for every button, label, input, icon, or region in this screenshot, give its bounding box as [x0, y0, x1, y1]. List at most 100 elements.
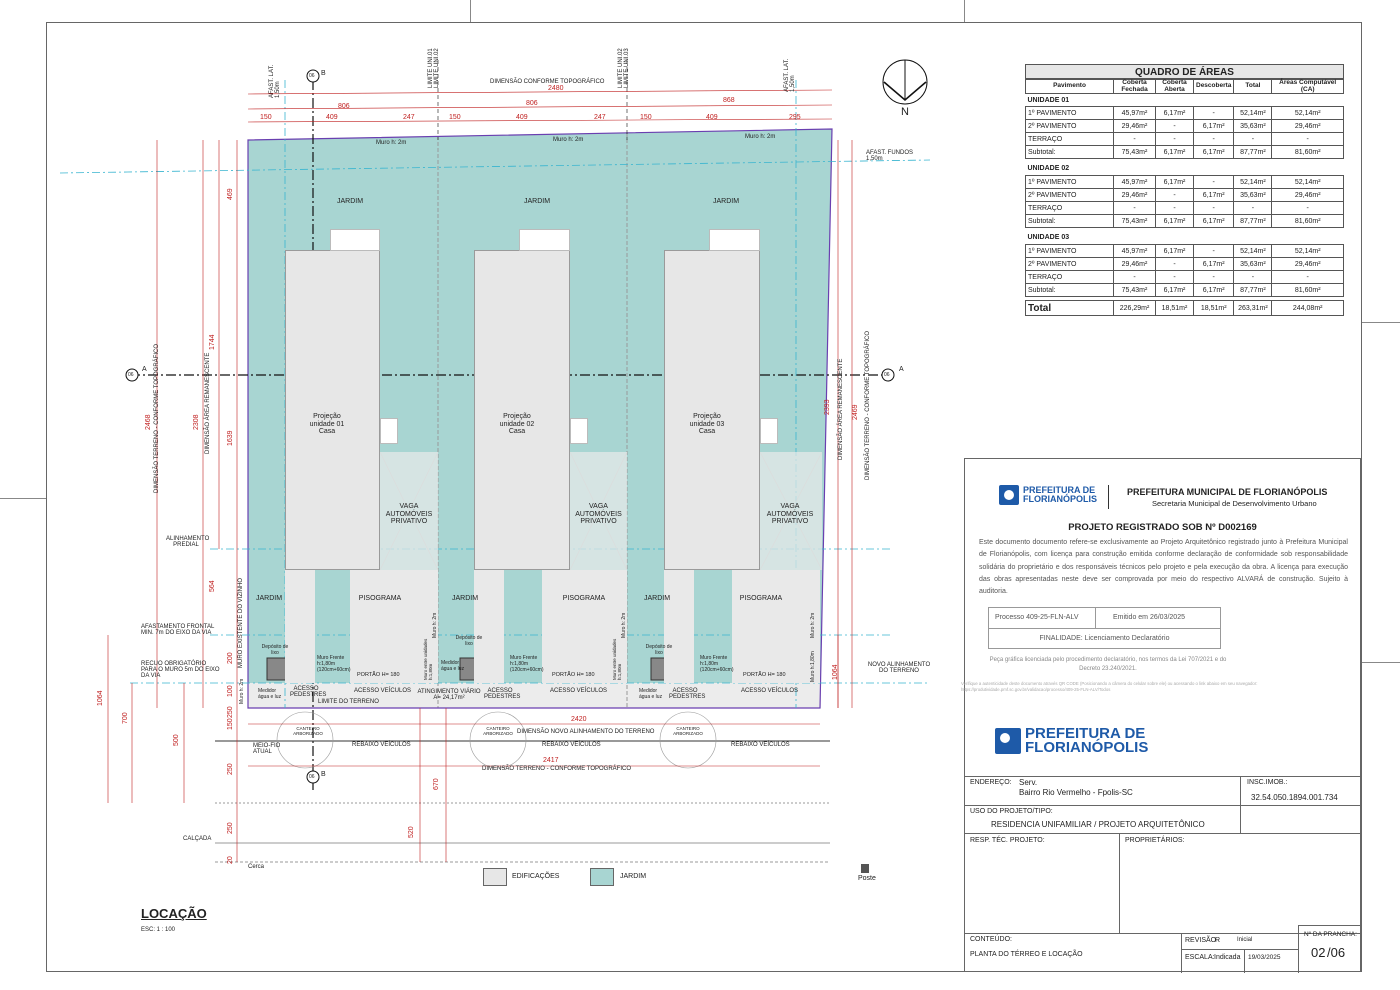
unit2-deposito: Depósito de lixo [455, 635, 483, 647]
th-total: Total [1233, 79, 1273, 94]
legend-edificacoes: EDIFICAÇÕES [512, 873, 560, 880]
front-strip [248, 683, 821, 708]
dim-2420: 2420 [571, 716, 587, 723]
tb-row-uso [965, 805, 1360, 806]
table-cell: - [1155, 119, 1194, 133]
unit2-medidor: Medidor água e luz [441, 660, 465, 672]
dimensao-topo-label: DIMENSÃO CONFORME TOPOGRÁFICO [490, 79, 605, 85]
table-cell: 81,60m² [1271, 145, 1344, 159]
areas-unit-name: UNIDADE 01 [1027, 96, 1070, 104]
table-row: TERRAÇO----- [1025, 270, 1344, 284]
table-cell: 6,17m² [1155, 283, 1194, 297]
unit3-acesso-vei: ACESSO VEÍCULOS [741, 688, 799, 694]
stamp-verifique: Verifique a autenticidade deste document… [961, 681, 1258, 692]
unit2-acesso-vei: ACESSO VEÍCULOS [550, 688, 608, 694]
table-cell: 2º PAVIMENTO [1025, 188, 1114, 202]
afast-fundos-line [59, 159, 931, 174]
table-cell: 29,46m² [1113, 119, 1156, 133]
table-cell: - [1113, 201, 1156, 215]
unit3-portao: PORTÃO H= 180 [743, 672, 786, 678]
unit3-muro-frente: Muro Frente h:1,80m (120cm+60cm) [700, 655, 734, 673]
house-top-box-2 [519, 229, 570, 251]
endereco-label: ENDEREÇO: [970, 779, 1012, 786]
table-cell: - [1233, 201, 1273, 215]
table-cell: 52,14m² [1233, 244, 1273, 258]
unit3-jardim-top: JARDIM [712, 198, 740, 205]
table-cell: - [1271, 270, 1344, 284]
stamp-finalidade: FINALIDADE: Licenciamento Declaratório [1039, 635, 1170, 642]
endereco-value1: Serv. [1019, 778, 1038, 787]
unit2-portao: PORTÃO H= 180 [552, 672, 595, 678]
atingimento-label: ATINGIMENTO VIÁRIO A= 24,17m² [417, 689, 481, 701]
fold-line-left [0, 498, 46, 499]
north-letter: N [901, 106, 909, 118]
title-block: PREFEITURA DE FLORIANÓPOLIS PREFEITURA M… [961, 458, 1362, 973]
dim-1639: 1639 [227, 430, 234, 446]
section-marker-b-bottom [306, 770, 320, 784]
stamp-logo-line2: FLORIANÓPOLIS [1023, 494, 1097, 504]
data-value: 19/03/2025 [1248, 954, 1281, 961]
th-computavel: Áreas Computável (CA) [1271, 79, 1344, 94]
dim-top-c: 868 [723, 97, 735, 104]
unit3-muro-entre: Muro entre unidades h:1,80m [612, 638, 622, 680]
table-cell: 6,17m² [1155, 175, 1194, 189]
unit3-pisograma: PISOGRAMA [739, 595, 783, 602]
section-a-left-letter: A [142, 366, 147, 373]
dim-2308: 2308 [193, 414, 200, 430]
house-side-box-1 [380, 418, 398, 444]
right-dim-area-rem: DIMENSÃO ÁREA REMANESCENTE [838, 358, 844, 460]
table-cell: 6,17m² [1155, 214, 1194, 228]
unit1-acesso-vei: ACESSO VEÍCULOS [354, 688, 412, 694]
unit1-muro-frente: Muro Frente h:1,80m (120cm+60cm) [317, 655, 351, 673]
table-cell: 75,43m² [1113, 214, 1156, 228]
drawing-title: LOCAÇÃO [141, 906, 207, 921]
dim-150: 150 [227, 718, 234, 730]
section-b-top-ref: 06 [309, 73, 315, 79]
section-b-bottom-ref: 06 [309, 774, 315, 780]
table-cell: - [1113, 132, 1156, 146]
dim-670: 670 [433, 778, 440, 790]
areas-table-title: QUADRO DE ÁREAS [1025, 64, 1344, 79]
dim-top-d2: 409 [326, 114, 338, 121]
table-cell: 45,97m² [1113, 175, 1156, 189]
stamp-logo-line1: PREFEITURA DE [1023, 485, 1096, 496]
revisao-value: R [1215, 937, 1221, 944]
total-cell: 18,51m² [1192, 300, 1235, 316]
table-cell: 29,46m² [1271, 188, 1344, 202]
pisograma-area-3 [732, 570, 820, 683]
dim-top-total: 2480 [548, 85, 564, 92]
right-muro-18: Muro h:1,80m [810, 651, 816, 682]
areas-unit-name: UNIDADE 02 [1027, 165, 1070, 173]
section-marker-a-right [881, 368, 895, 382]
unit3-jardim-bottom: JARDIM [643, 595, 671, 602]
dim-250c: 250 [227, 822, 234, 834]
table-cell: 2º PAVIMENTO [1025, 119, 1114, 133]
section-marker-b-top [306, 69, 320, 83]
fold-line-top-right [964, 0, 965, 22]
walkway-2 [474, 570, 504, 683]
titleblock-logo: PREFEITURA DE FLORIANÓPOLIS [995, 726, 1148, 756]
house-top-box-3 [709, 229, 760, 251]
prancha-total: /06 [1327, 945, 1346, 960]
dim-top-806 [247, 104, 833, 110]
unit3-vaga: VAGA AUTOMÓVEIS PRIVATIVO [766, 503, 814, 526]
table-cell: 6,17m² [1155, 244, 1194, 258]
brasao-icon [999, 485, 1019, 505]
table-cell: 6,17m² [1192, 214, 1235, 228]
tb-hline-prancha [1298, 925, 1362, 926]
poste-symbol [861, 864, 869, 873]
table-cell: 45,97m² [1113, 244, 1156, 258]
revisao-desc: Inicial [1237, 937, 1253, 943]
afast-lat-right-label: AFAST. LAT. 1,50m [784, 58, 796, 92]
fold-line-right [1362, 322, 1400, 323]
stamp-registro: PROJETO REGISTRADO SOB Nº D002169 [1068, 522, 1257, 533]
muro-label-2: Muro h: 2m [553, 137, 584, 143]
areas-unit-header: UNIDADE 03 [1026, 232, 1344, 245]
table-cell: 6,17m² [1155, 145, 1194, 159]
table-cell: - [1233, 132, 1273, 146]
house-side-box-2 [570, 418, 588, 444]
areas-unit-header: UNIDADE 01 [1026, 94, 1344, 107]
table-cell: - [1192, 244, 1235, 258]
table-cell: - [1233, 270, 1273, 284]
